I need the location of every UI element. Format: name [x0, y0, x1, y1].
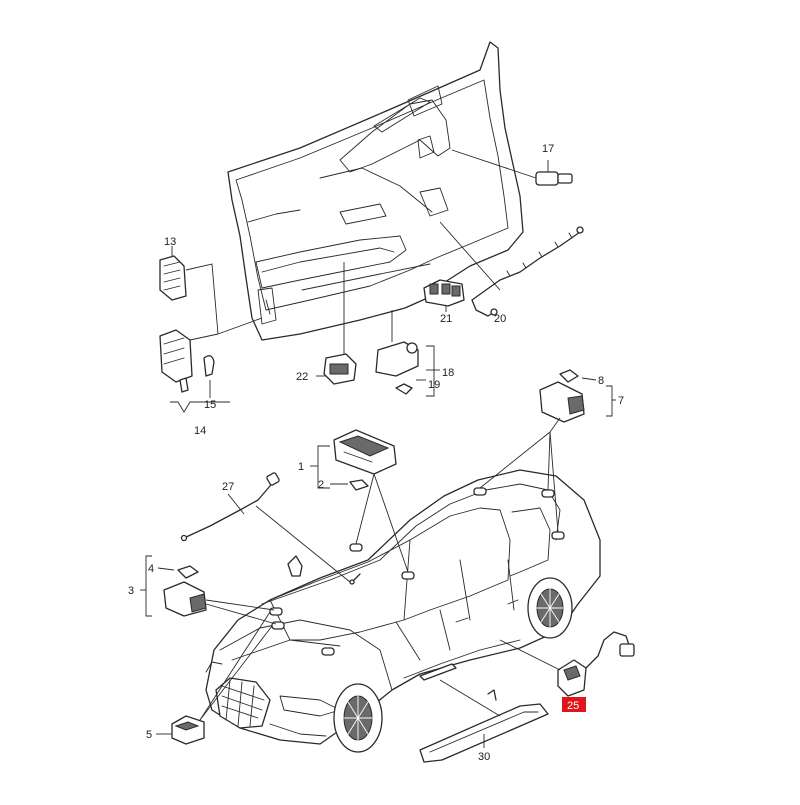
callout-27: 27 — [222, 481, 234, 493]
callout-3: 3 — [128, 585, 134, 597]
callout-5: 5 — [146, 729, 152, 741]
part-1-dome-light — [317, 429, 409, 573]
label-leaders — [140, 375, 616, 591]
callout-2: 2 — [318, 479, 324, 491]
callout-30: 30 — [478, 751, 490, 763]
callout-14: 14 — [194, 425, 206, 437]
part-22-switch — [323, 262, 357, 385]
callout-labels: 1 2 3 4 5 7 8 13 14 15 17 18 19 20 21 22… — [128, 143, 624, 763]
car-light-markers — [269, 487, 565, 681]
callout-22: 22 — [296, 371, 308, 383]
part-20-wiring — [439, 221, 584, 317]
callout-18: 18 — [442, 367, 454, 379]
callout-17: 17 — [542, 143, 554, 155]
part-27-wire — [180, 472, 351, 583]
part-30-sill-plate — [419, 679, 549, 763]
callout-19: 19 — [428, 379, 440, 391]
part-21-switch — [423, 279, 465, 312]
part-17-lamp — [451, 149, 573, 186]
part-18-lamp-housing — [375, 310, 440, 397]
callout-7: 7 — [618, 395, 624, 407]
door-trim-panel — [227, 41, 524, 341]
car-body — [205, 469, 601, 745]
callout-8: 8 — [598, 375, 604, 387]
rear-wheel — [527, 577, 573, 639]
callout-21: 21 — [440, 313, 452, 325]
part-5-lamp — [156, 611, 273, 745]
callout-25: 25 — [567, 700, 579, 712]
part-7-lamp-housing — [479, 369, 613, 533]
part-3-lamp-housing — [145, 555, 277, 625]
front-wheel — [333, 683, 383, 753]
part-13-lamp — [159, 246, 219, 335]
callout-25-highlight — [562, 697, 586, 712]
callout-20: 20 — [494, 313, 506, 325]
callout-13: 13 — [164, 236, 176, 248]
callout-4: 4 — [148, 563, 154, 575]
part-14-lamp-assembly — [159, 317, 263, 413]
part-25-connector — [499, 631, 635, 697]
callout-15: 15 — [204, 399, 216, 411]
callout-1: 1 — [298, 461, 304, 473]
